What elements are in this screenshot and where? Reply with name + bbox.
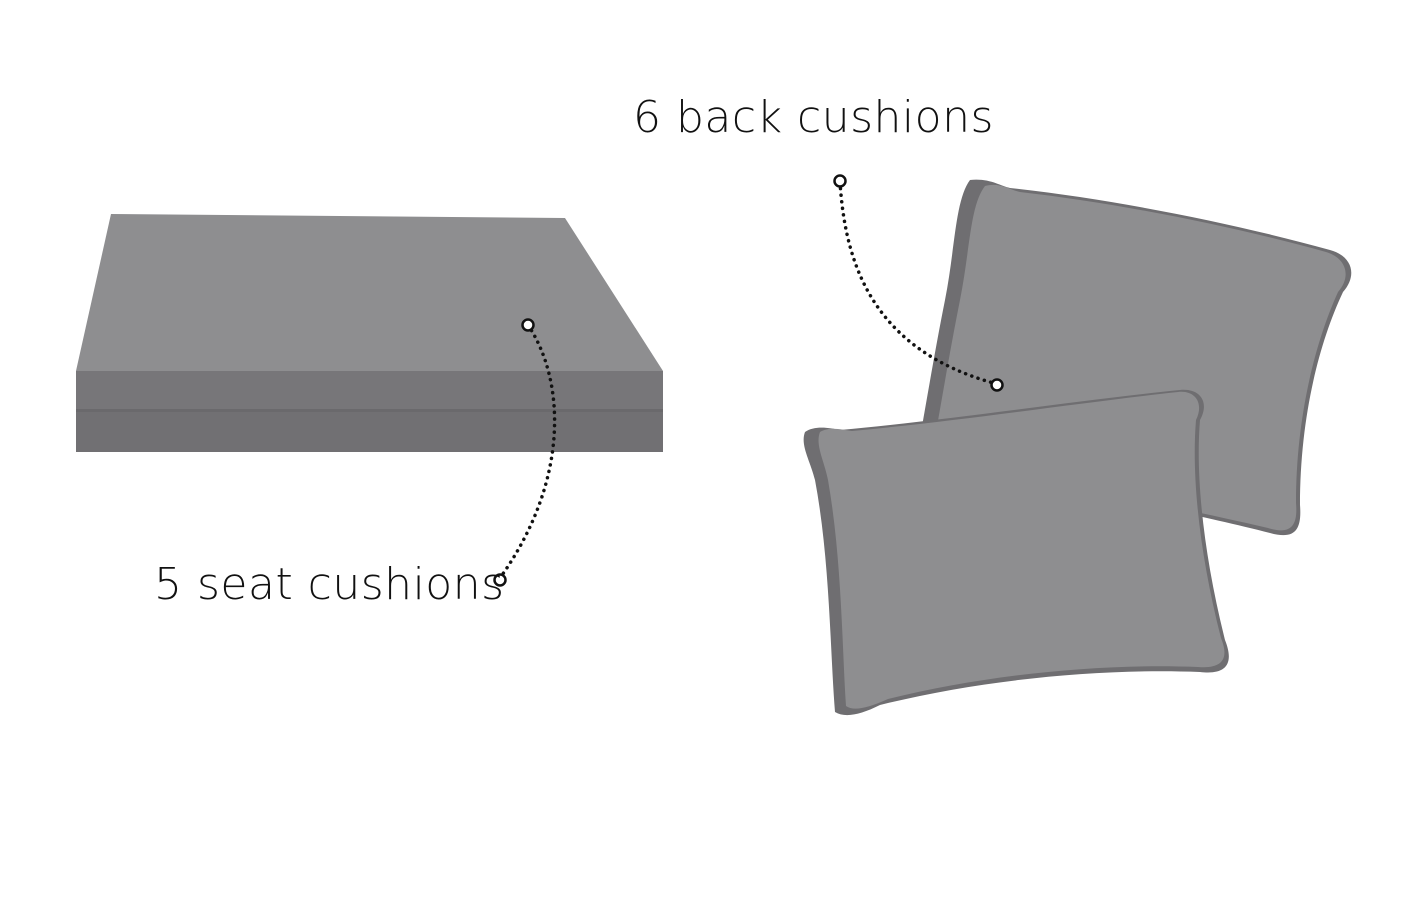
back-cushions-label: 6 back cushions [633, 92, 994, 143]
seat-callout-marker-end [493, 573, 507, 587]
seat-cushion-seam [76, 409, 663, 412]
seat-cushion-upper-side [76, 371, 663, 411]
seat-cushions-label: 5 seat cushions [154, 559, 505, 610]
seat-cushion-lower-side [76, 412, 663, 452]
back-callout-leader [838, 180, 999, 386]
seat-cushion-top [76, 214, 663, 371]
back-callout [833, 174, 1004, 392]
back-pillow-front [803, 389, 1229, 716]
back-callout-marker-start [833, 174, 847, 188]
seat-callout [493, 318, 557, 587]
seat-cushion [76, 214, 663, 452]
seat-callout-leader [498, 323, 557, 580]
back-callout-marker-end [990, 378, 1004, 392]
seat-callout-marker-start [521, 318, 535, 332]
back-pillow-front-face [818, 391, 1225, 709]
